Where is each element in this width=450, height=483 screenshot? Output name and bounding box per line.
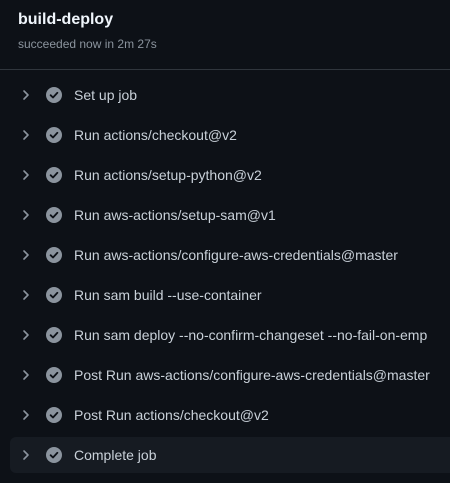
chevron-right-icon[interactable]	[19, 88, 33, 102]
step-post-run-checkout[interactable]: Post Run actions/checkout@v2	[10, 397, 450, 433]
step-complete-job[interactable]: Complete job	[10, 437, 450, 473]
step-label: Run sam deploy --no-confirm-changeset --…	[74, 327, 428, 343]
step-run-setup-python[interactable]: Run actions/setup-python@v2	[10, 157, 450, 193]
job-title: build-deploy	[18, 11, 114, 28]
step-run-sam-build[interactable]: Run sam build --use-container	[10, 277, 450, 313]
step-run-configure-aws-credentials[interactable]: Run aws-actions/configure-aws-credential…	[10, 237, 450, 273]
chevron-right-icon[interactable]	[19, 168, 33, 182]
chevron-right-icon[interactable]	[19, 128, 33, 142]
chevron-right-icon[interactable]	[19, 368, 33, 382]
check-circle-icon	[46, 447, 62, 463]
chevron-right-icon[interactable]	[19, 408, 33, 422]
chevron-right-icon[interactable]	[19, 288, 33, 302]
chevron-right-icon[interactable]	[19, 248, 33, 262]
step-label: Run aws-actions/configure-aws-credential…	[74, 247, 398, 263]
step-run-actions-checkout[interactable]: Run actions/checkout@v2	[10, 117, 450, 153]
step-label: Post Run actions/checkout@v2	[74, 407, 269, 423]
step-label: Run actions/checkout@v2	[74, 127, 237, 143]
job-header: build-deploy succeeded now in 2m 27s	[0, 0, 450, 70]
step-label: Run sam build --use-container	[74, 287, 262, 303]
step-run-sam-deploy[interactable]: Run sam deploy --no-confirm-changeset --…	[10, 317, 450, 353]
check-circle-icon	[46, 407, 62, 423]
check-circle-icon	[46, 367, 62, 383]
step-set-up-job[interactable]: Set up job	[10, 77, 450, 113]
chevron-right-icon[interactable]	[19, 328, 33, 342]
check-circle-icon	[46, 327, 62, 343]
chevron-right-icon[interactable]	[19, 208, 33, 222]
step-label: Run actions/setup-python@v2	[74, 167, 262, 183]
check-circle-icon	[46, 247, 62, 263]
step-list: Set up job Run actions/checkout@v2 Run a…	[0, 77, 450, 477]
chevron-right-icon[interactable]	[19, 448, 33, 462]
step-label: Complete job	[74, 447, 157, 463]
check-circle-icon	[46, 287, 62, 303]
check-circle-icon	[46, 167, 62, 183]
check-circle-icon	[46, 87, 62, 103]
step-post-run-configure-aws-credentials[interactable]: Post Run aws-actions/configure-aws-crede…	[10, 357, 450, 393]
step-run-setup-sam[interactable]: Run aws-actions/setup-sam@v1	[10, 197, 450, 233]
step-label: Run aws-actions/setup-sam@v1	[74, 207, 276, 223]
check-circle-icon	[46, 127, 62, 143]
step-label: Set up job	[74, 87, 138, 103]
check-circle-icon	[46, 207, 62, 223]
step-label: Post Run aws-actions/configure-aws-crede…	[74, 367, 430, 383]
job-status-text: succeeded now in 2m 27s	[18, 37, 157, 51]
